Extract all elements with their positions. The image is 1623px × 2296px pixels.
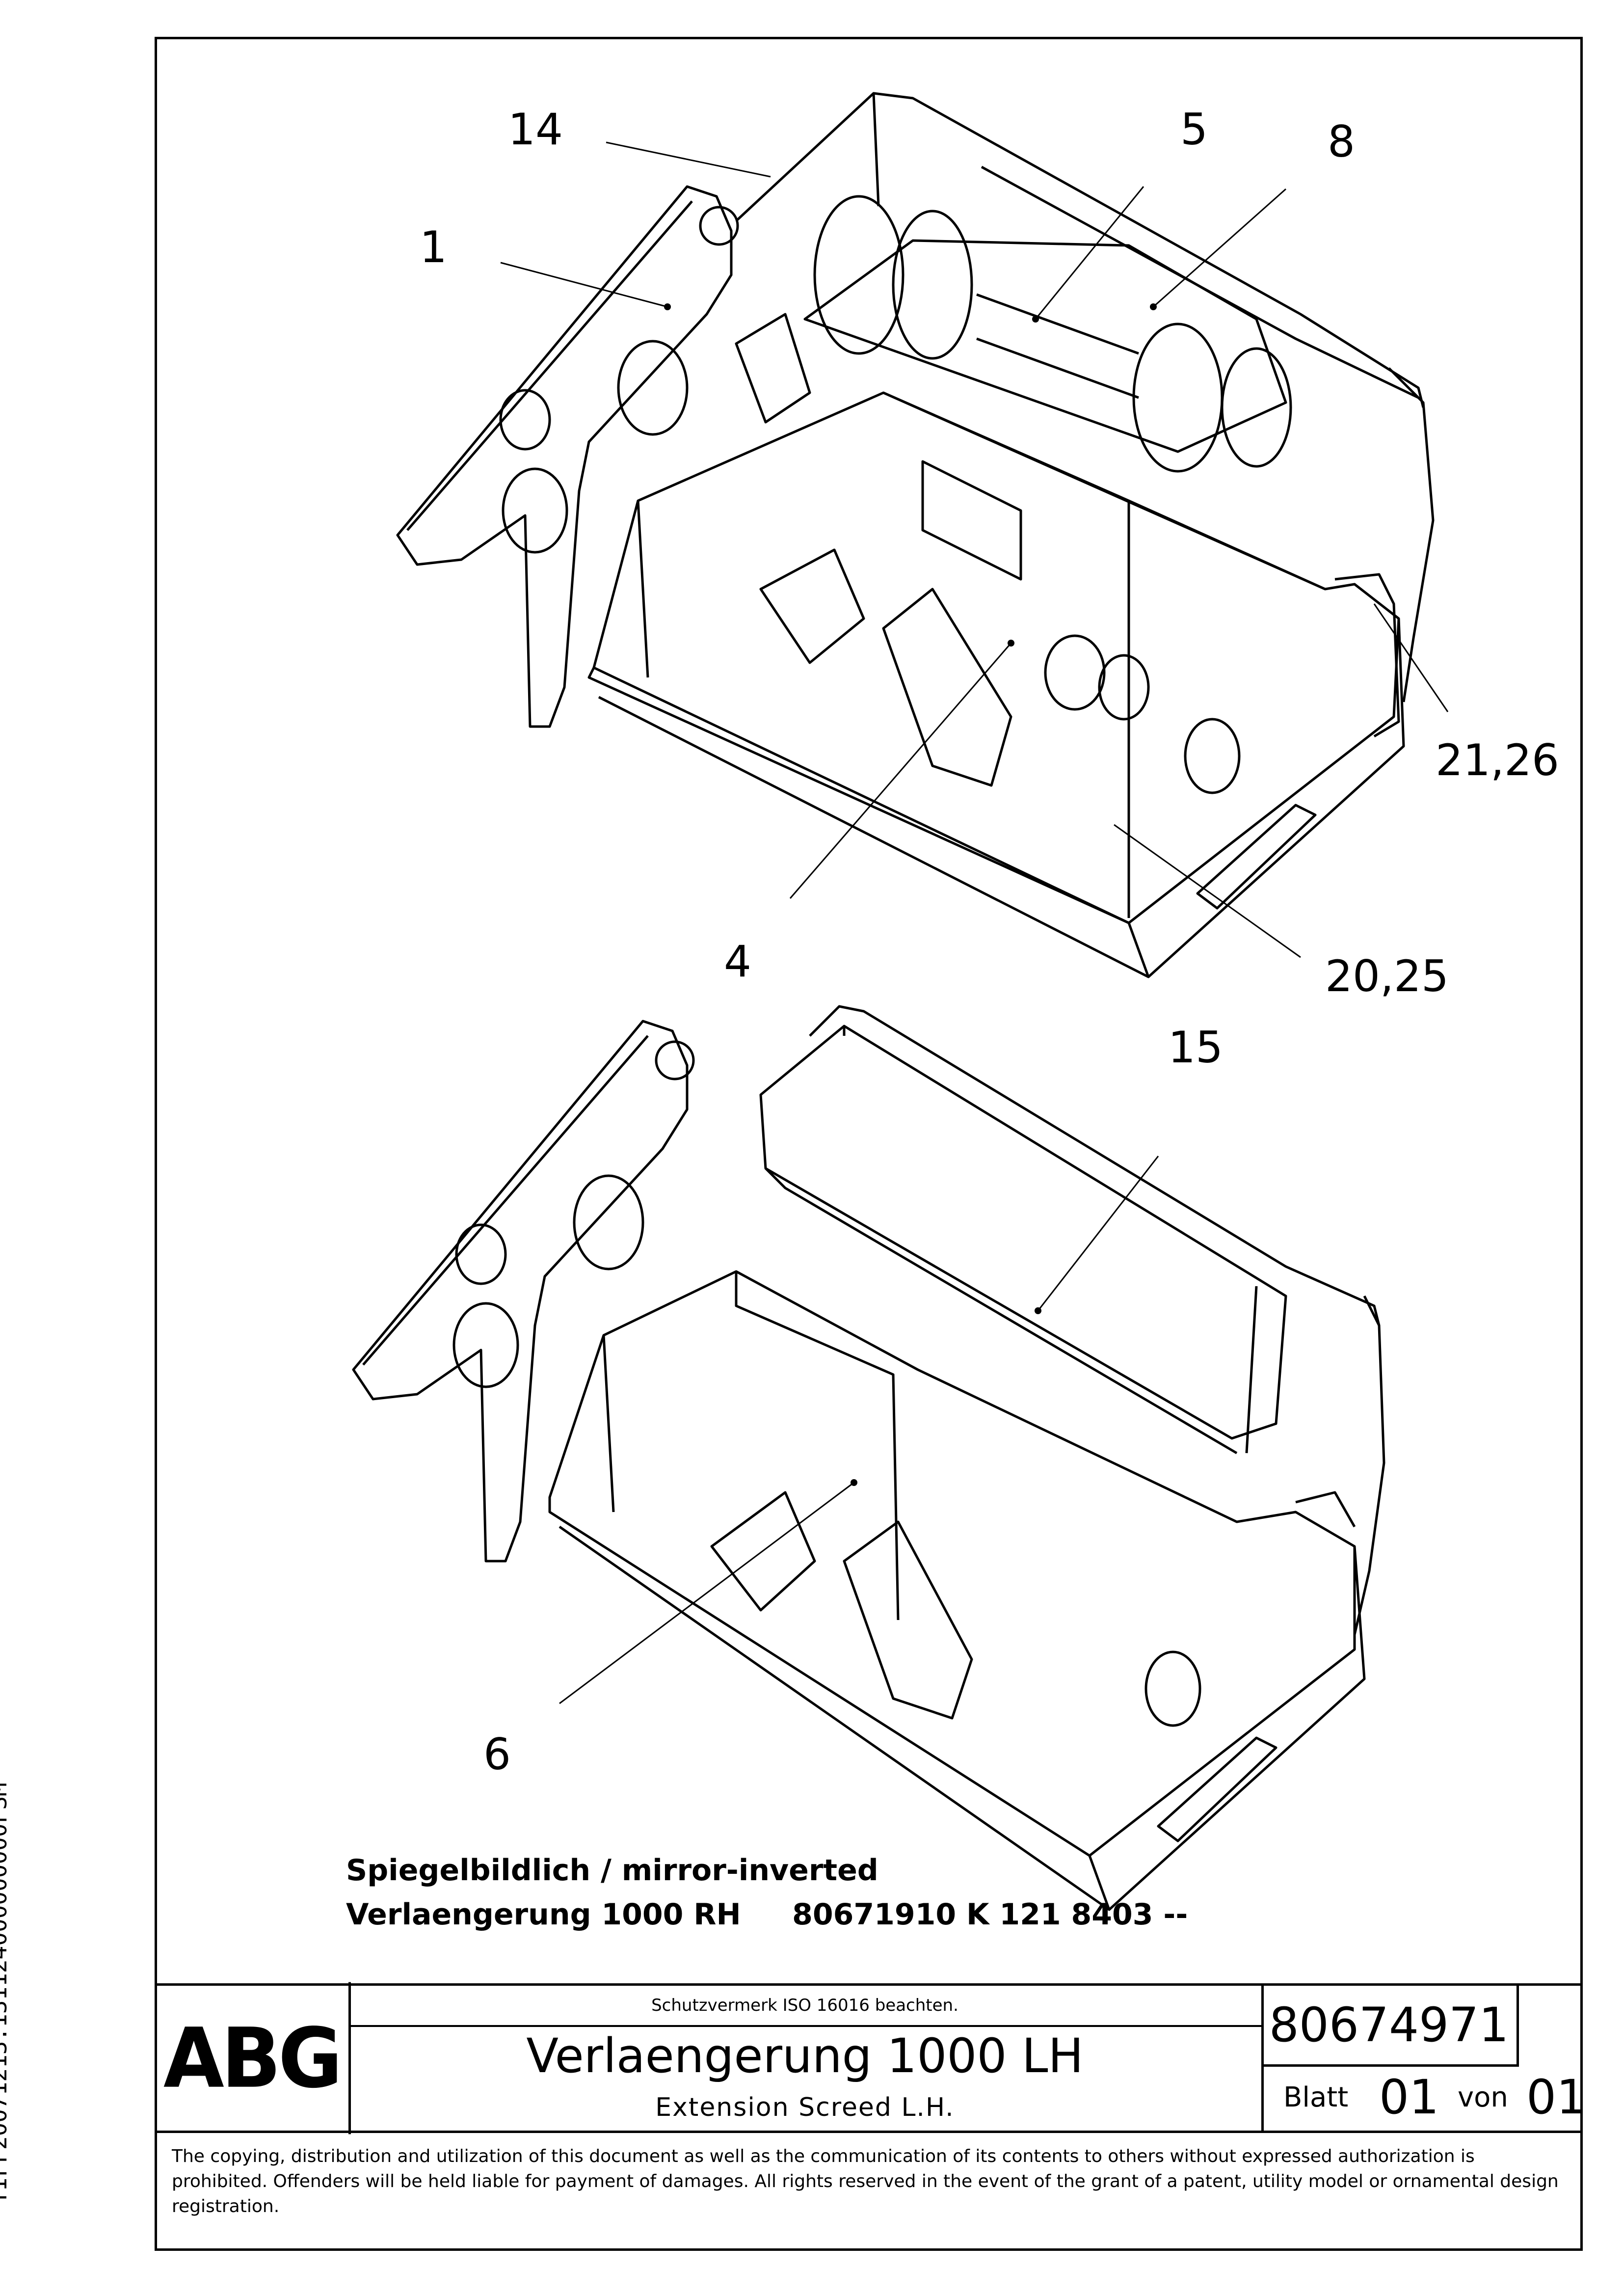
callout-6: 6 <box>483 1729 511 1780</box>
drawing-frame <box>155 37 1583 2251</box>
callout-5: 5 <box>1180 104 1208 155</box>
drawing-subtitle: Extension Screed L.H. <box>655 2093 955 2122</box>
callout-15: 15 <box>1168 1022 1223 1073</box>
protection-notice: Schutzvermerk ISO 16016 beachten. <box>348 1986 1261 2027</box>
sheet-label: Blatt <box>1283 2081 1349 2113</box>
title-block: ABG Schutzvermerk ISO 16016 beachten. Ve… <box>155 1982 1586 2251</box>
drawing-number: 80674971 <box>1261 1986 1519 2067</box>
sheet-info: Blatt 01 von 01 <box>1261 2064 1586 2131</box>
copyright-notice: The copying, distribution and utilizatio… <box>155 2131 1583 2251</box>
callout-8: 8 <box>1328 116 1355 167</box>
leader-lines <box>500 141 1449 1704</box>
title-block-center: Schutzvermerk ISO 16016 beachten. Verlae… <box>348 1986 1264 2131</box>
callout-4: 4 <box>724 936 751 987</box>
abg-logo: ABG <box>155 1982 351 2134</box>
callout-1: 1 <box>420 222 447 272</box>
upper-assembly <box>396 92 1435 978</box>
of-label: von <box>1458 2081 1508 2113</box>
callout-14: 14 <box>508 104 563 155</box>
title-block-right: 80674971 Blatt 01 von 01 <box>1261 1986 1586 2131</box>
leader-dots <box>664 303 1157 1486</box>
mirror-note-line-2: Verlaengerung 1000 RH 80671910 K 121 840… <box>346 1897 1188 1932</box>
callout-20-25: 20,25 <box>1325 951 1449 1001</box>
sheet-total: 01 <box>1526 2070 1587 2125</box>
sheet-number: 01 <box>1379 2070 1439 2125</box>
mirror-note-line-1: Spiegelbildlich / mirror-inverted <box>346 1853 878 1888</box>
callout-21-26: 21,26 <box>1436 735 1559 785</box>
side-file-label: TIFF20071213.131124000000000FSM <box>0 1783 12 2204</box>
drawing-title: Verlaengerung 1000 LH <box>526 2028 1084 2083</box>
lower-assembly <box>352 1005 1385 1911</box>
